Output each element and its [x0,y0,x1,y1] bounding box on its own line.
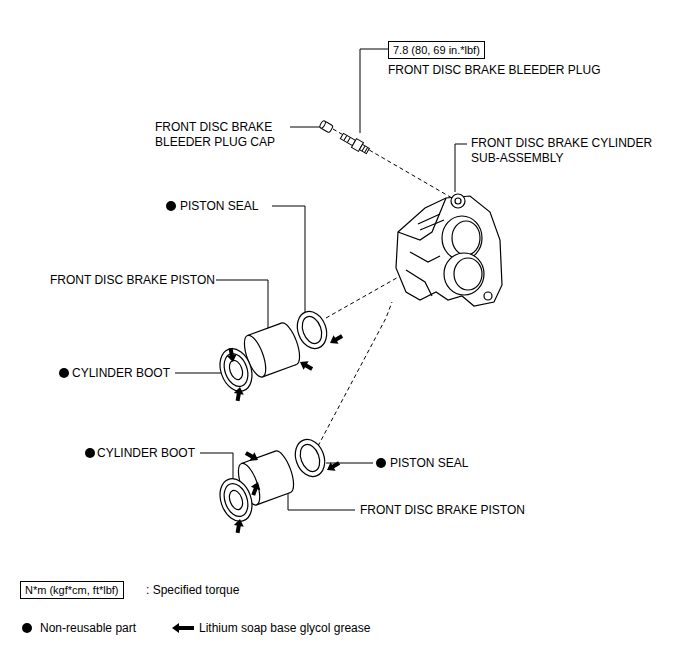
grease-arrow [243,449,260,465]
cylinder-boot [214,344,257,396]
leader-line [216,280,268,330]
assembly-line [318,302,392,446]
assembly-line [333,129,452,198]
part-name: FRONT DISC BRAKE BLEEDER PLUG [388,63,601,78]
leader-line [200,453,233,482]
grease-arrow [226,347,238,363]
part-name: CYLINDER BOOT [72,366,170,381]
legend-text: Non-reusable part [40,621,136,636]
part-name: CYLINDER BOOT [97,446,195,461]
leader-line [290,127,321,128]
legend-dot [22,623,32,633]
torque-value: N*m (kgf*cm, ft*lbf) [25,584,119,596]
torque-value: 7.8 (80, 69 in.*lbf) [393,44,480,56]
legend-box: N*m (kgf*cm, ft*lbf) [20,581,124,599]
leader-line [288,492,355,510]
leader-line [326,463,373,464]
bleeder-plug [339,132,370,156]
torque-box: 7.8 (80, 69 in.*lbf) [388,41,485,59]
piston-seal [290,435,329,480]
caliper-body [396,194,502,306]
grease-arrows [226,332,345,534]
part-name: FRONT DISC BRAKE PISTON [50,273,215,288]
bleeder-cap [319,120,333,133]
grease-arrow [328,332,345,348]
leader-line [455,144,467,192]
part-name: FRONT DISC BRAKE CYLINDER SUB-ASSEMBLY [471,136,666,166]
part-name: FRONT DISC BRAKE BLEEDER PLUG CAP [155,120,280,150]
cylinder-boot [214,474,257,526]
grease-arrow [233,518,245,534]
part-name: PISTON SEAL [390,456,468,471]
part-name: PISTON SEAL [180,199,258,214]
grease-arrow [298,358,315,374]
legend-arrow [172,623,194,633]
legend-note: : Specified torque [146,583,239,598]
grease-arrow [325,459,342,475]
non-reusable-mark [59,201,386,468]
legend-text: Lithium soap base glycol grease [199,621,370,636]
leader-line [360,49,388,133]
grease-arrow [233,386,245,402]
leader-line [272,206,305,312]
part-name: FRONT DISC BRAKE PISTON [360,503,525,518]
leader-line [175,373,222,374]
grease-arrow [249,480,263,497]
